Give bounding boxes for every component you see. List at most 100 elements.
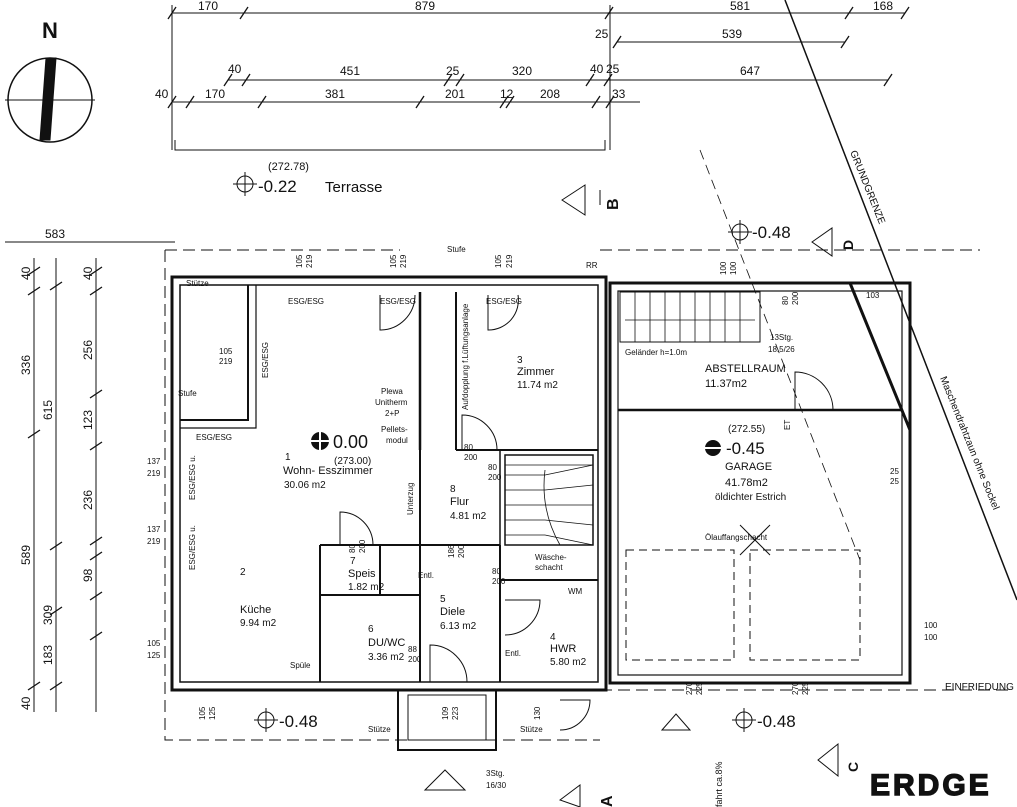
room-area: 30.06 m2	[284, 480, 326, 491]
dim-label: 80	[464, 443, 473, 452]
dim-label: 105	[494, 254, 503, 268]
label-rr: RR	[586, 261, 598, 270]
left-dim: 40	[19, 696, 33, 710]
room-area: 5.80 m2	[550, 657, 587, 668]
label-esg-u: ESG/ESG u.	[188, 525, 197, 570]
dim-label: 100	[924, 633, 938, 642]
room-floor: öldichter Estrich	[715, 492, 786, 503]
label-einfriedung: EINFRIEDUNG	[945, 682, 1014, 693]
top-dim: 40	[590, 62, 604, 76]
dim-label: 270	[791, 681, 800, 695]
dim-label: 225	[695, 681, 704, 695]
label-et: ET	[783, 420, 792, 430]
top-dim: 208	[540, 87, 560, 101]
room-area: 41.78m2	[725, 477, 768, 489]
top-dim: 647	[740, 64, 760, 78]
dim-label: 80	[492, 567, 501, 576]
left-dim: 336	[19, 355, 33, 375]
dim-label: 219	[219, 357, 233, 366]
left-dim: 183	[41, 645, 55, 665]
label-waesche: schacht	[535, 563, 563, 572]
dim-label: 100	[719, 261, 728, 275]
room-name: GARAGE	[725, 461, 772, 473]
sw-level: -0.48	[279, 712, 318, 731]
dim-label: 88	[408, 645, 417, 654]
label-pellets: Pellets-	[381, 425, 408, 434]
dim-label: 130	[533, 706, 542, 720]
label-zaun: Maschendrahtzaun ohne Sockel	[937, 375, 1001, 512]
dim-label: 80	[781, 296, 790, 305]
top-dim: 168	[873, 0, 893, 13]
room-name: Wohn- Esszimmer	[283, 465, 373, 477]
garage-level: -0.45	[726, 439, 765, 458]
label-plewa: Unitherm	[375, 398, 408, 407]
room-name: Speis	[348, 568, 376, 580]
plan-title: ERDGE	[870, 769, 992, 802]
left-dim: 98	[81, 568, 95, 582]
label-esg: ESG/ESG	[288, 297, 324, 306]
main-ref: (273.00)	[334, 456, 371, 467]
dim-label: 200	[408, 655, 422, 664]
top-dim: 170	[205, 87, 225, 101]
north-label: N	[42, 18, 58, 43]
left-dim: 40	[19, 266, 33, 280]
top-dim: 25	[595, 27, 609, 41]
dim-label: 125	[208, 706, 217, 720]
section-d: D	[840, 240, 856, 250]
top-dim: 33	[612, 87, 626, 101]
label-stufe: Stufe	[178, 389, 197, 398]
room-name: Zimmer	[517, 366, 555, 378]
dim-label: 219	[399, 254, 408, 268]
left-dim: 583	[45, 227, 65, 241]
label-stuetze: Stütze	[368, 725, 391, 734]
top-dim: 539	[722, 27, 742, 41]
label-esg-u: ESG/ESG u.	[188, 455, 197, 500]
dim-label: 100	[729, 261, 738, 275]
room-number: 6	[368, 624, 374, 635]
room-area: 6.13 m2	[440, 621, 477, 632]
top-dim: 381	[325, 87, 345, 101]
label-entl: Entl.	[505, 649, 521, 658]
top-dim: 201	[445, 87, 465, 101]
ne-level: -0.48	[752, 223, 791, 242]
label-plewa: 2+P	[385, 409, 399, 418]
room-name: DU/WC	[368, 637, 405, 649]
label-esg: ESG/ESG	[486, 297, 522, 306]
dim-label: 200	[358, 539, 367, 553]
dim-label: 25	[890, 467, 899, 476]
terrace-ref: (272.78)	[268, 161, 309, 173]
label-spuele: Spüle	[290, 661, 311, 670]
top-dim: 40	[228, 62, 242, 76]
dim-label: 100	[924, 621, 938, 630]
label-grundgrenze: GRUNDGRENZE	[847, 149, 887, 226]
dim-label: 137	[147, 457, 161, 466]
label-stuetze: Stütze	[520, 725, 543, 734]
dim-label: 25	[890, 477, 899, 486]
top-dim: 25	[606, 62, 620, 76]
dim-label: 200	[791, 291, 800, 305]
garage-ref: (272.55)	[728, 424, 765, 435]
room-area: 11.37m2	[705, 378, 747, 390]
dim-label: 105	[147, 639, 161, 648]
top-dim: 451	[340, 64, 360, 78]
top-dim: 581	[730, 0, 750, 13]
room-area: 11.74 m2	[517, 380, 558, 391]
label-esg: ESG/ESG	[261, 342, 270, 378]
terrace-level: -0.22	[258, 177, 297, 196]
left-dim: 615	[41, 400, 55, 420]
dim-label: 186	[447, 544, 456, 558]
terrace-name: Terrasse	[325, 179, 383, 196]
left-dim: 256	[81, 340, 95, 360]
dim-label: 105	[198, 706, 207, 720]
label-stg: 18.5/26	[768, 345, 795, 354]
room-number: 1	[285, 452, 291, 463]
label-esg: ESG/ESG	[196, 433, 232, 442]
room-name: Flur	[450, 496, 469, 508]
label-oelfang: Ölauffangschacht	[705, 533, 768, 542]
dim-label: 223	[451, 706, 460, 720]
dim-label: 80	[488, 463, 497, 472]
top-dim: 320	[512, 64, 532, 78]
dim-label: 105	[219, 347, 233, 356]
label-gefaelle: fahrt ca.8%	[714, 761, 724, 807]
